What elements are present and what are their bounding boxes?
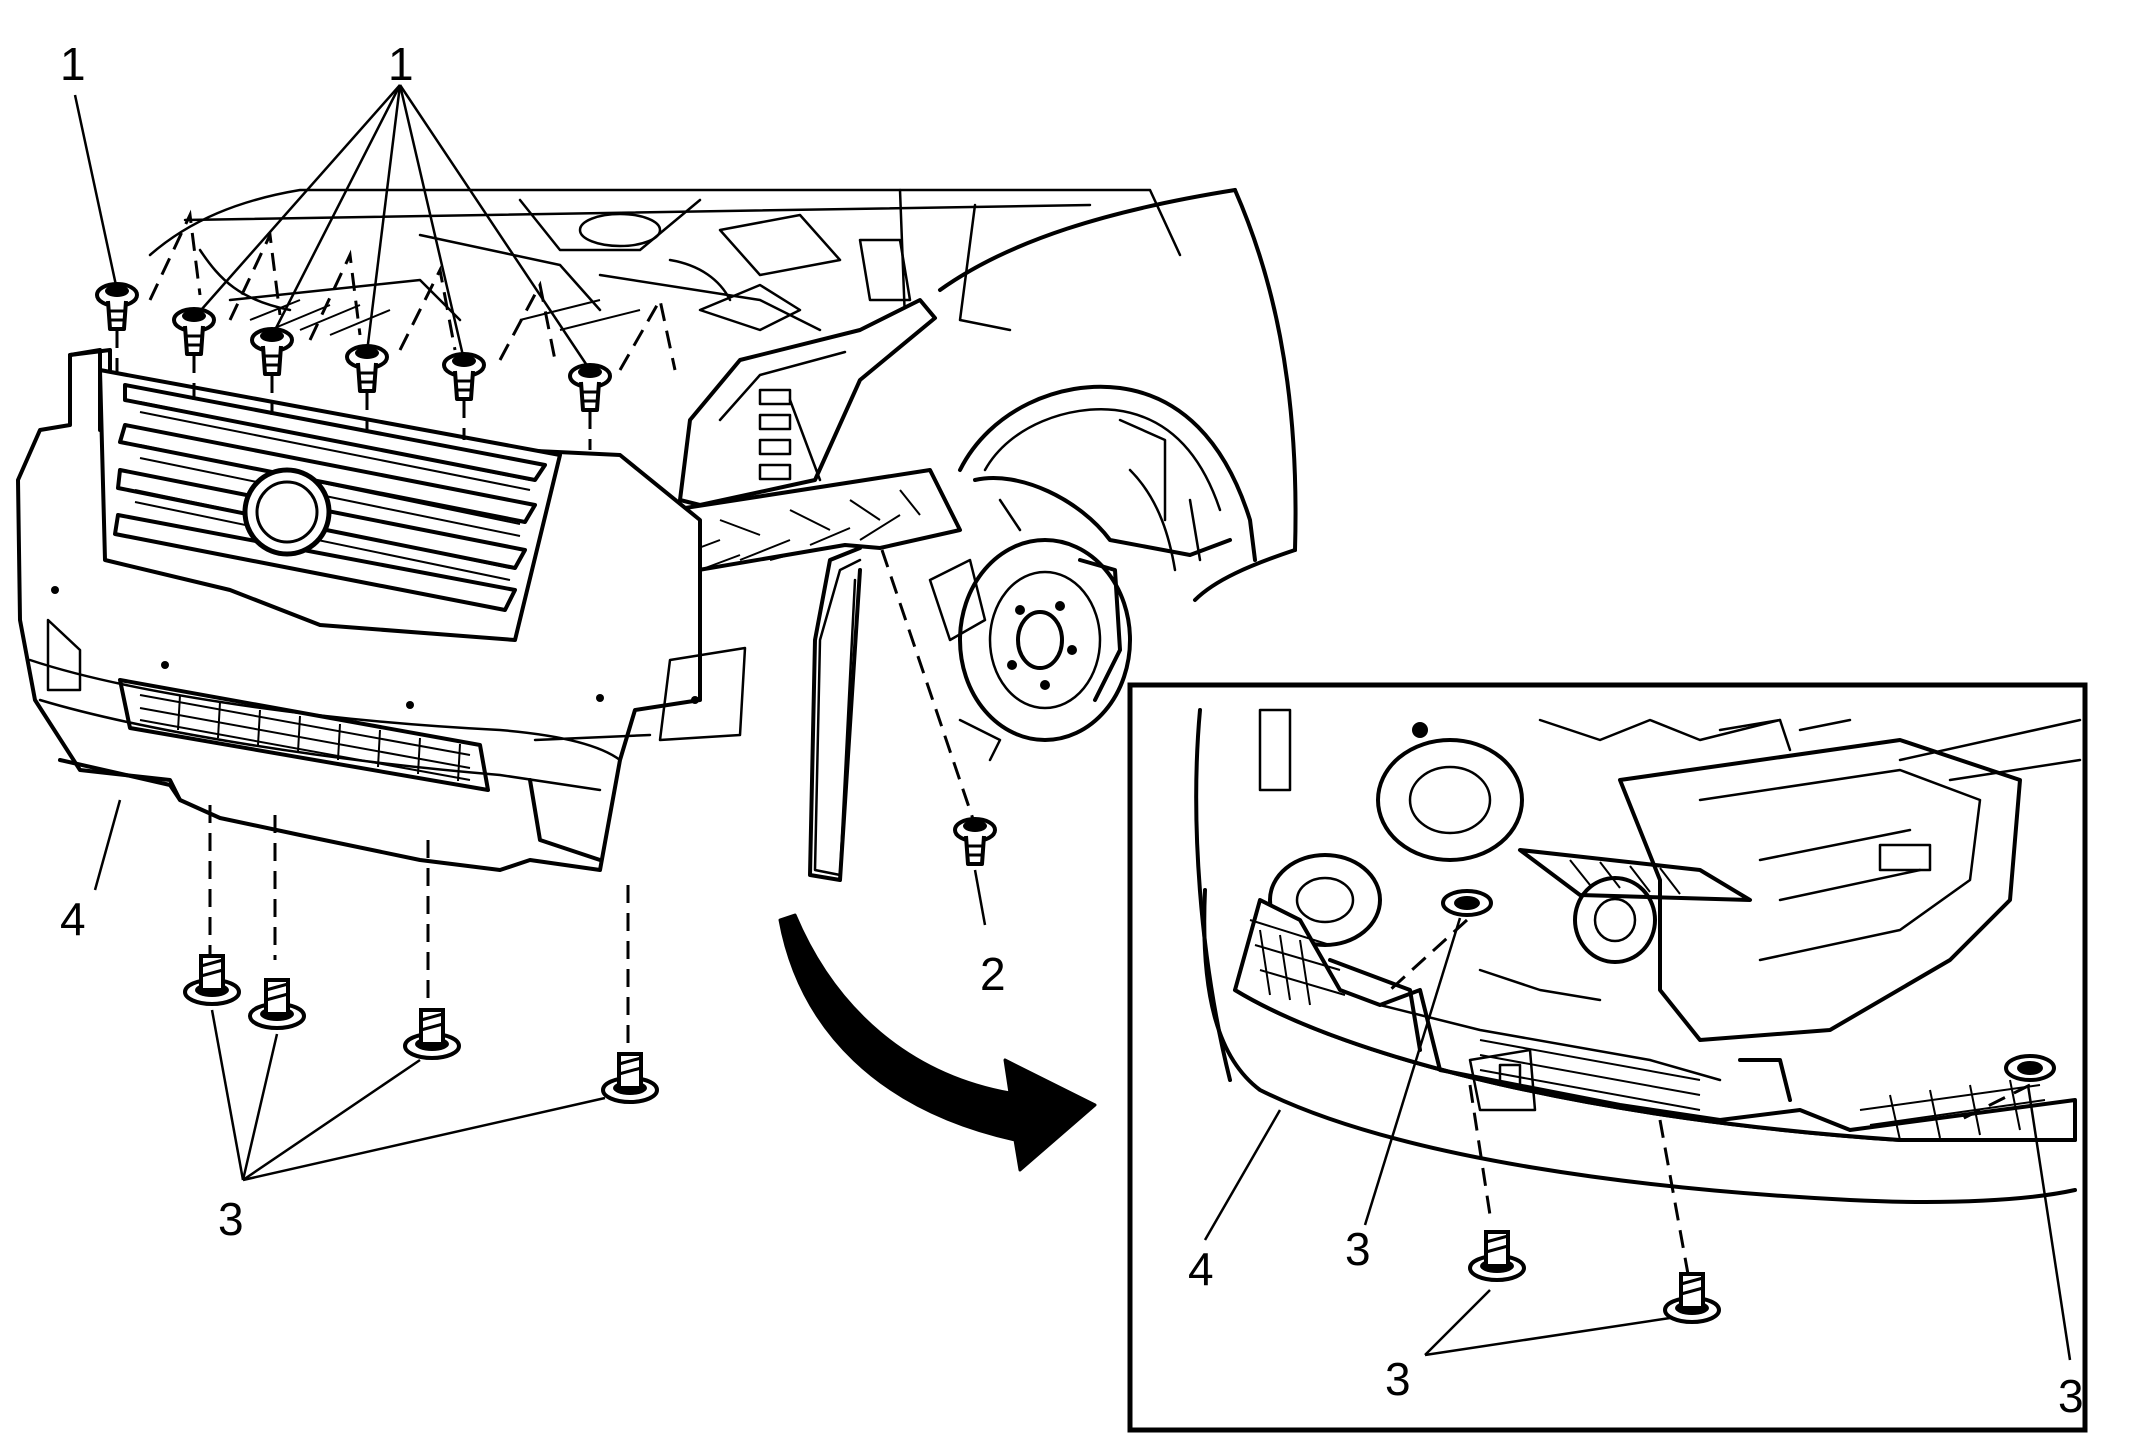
main-view: 1 1 2 4 3 — [16, 38, 1298, 1245]
callout-4-inset: 4 — [1188, 1243, 1214, 1295]
callout-1-left: 1 — [60, 38, 86, 90]
retainer-1f-icon — [568, 363, 612, 412]
inset-underbody — [1194, 708, 2082, 1082]
inset-bolt-right-icon — [2004, 1054, 2056, 1082]
curved-arrow-icon — [778, 913, 1097, 1172]
bolt-3c-icon — [403, 1008, 461, 1060]
bolt-3b-icon — [248, 978, 306, 1030]
leader-lines-main — [73, 84, 987, 1182]
inset-bolts — [1388, 889, 2056, 1324]
side-retainer — [880, 549, 997, 866]
engine-bay — [148, 188, 1182, 336]
bolt-3d-icon — [601, 1052, 659, 1104]
lower-bolts — [183, 805, 659, 1104]
retainer-1e-icon — [442, 352, 486, 401]
callout-3-inset-left: 3 — [1345, 1223, 1371, 1275]
retainer-1d-icon — [345, 344, 389, 393]
brake-hub-assembly — [928, 418, 1232, 762]
retainer-1b-icon — [172, 307, 216, 356]
leader-lines-inset — [1203, 917, 2072, 1361]
callout-2: 2 — [980, 948, 1006, 1000]
fender — [938, 188, 1298, 602]
inset-view: 4 3 3 3 — [1127, 682, 2088, 1433]
callout-3-main: 3 — [218, 1193, 244, 1245]
bolt-3a-icon — [183, 954, 241, 1006]
inset-frame — [1127, 682, 2088, 1433]
retainer-2-icon — [953, 817, 997, 866]
callout-1-group: 1 — [388, 38, 414, 90]
retainer-1a-icon — [95, 282, 139, 331]
upper-retainers — [95, 209, 677, 450]
grille — [98, 368, 562, 642]
inset-bumper-lower — [1202, 888, 2077, 1204]
callout-3-inset-bottom: 3 — [1385, 1353, 1411, 1405]
inset-bolt-left-icon — [1441, 889, 1493, 917]
callout-3-inset-right: 3 — [2058, 1370, 2084, 1422]
headlamp — [678, 298, 937, 507]
callout-4-main: 4 — [60, 893, 86, 945]
